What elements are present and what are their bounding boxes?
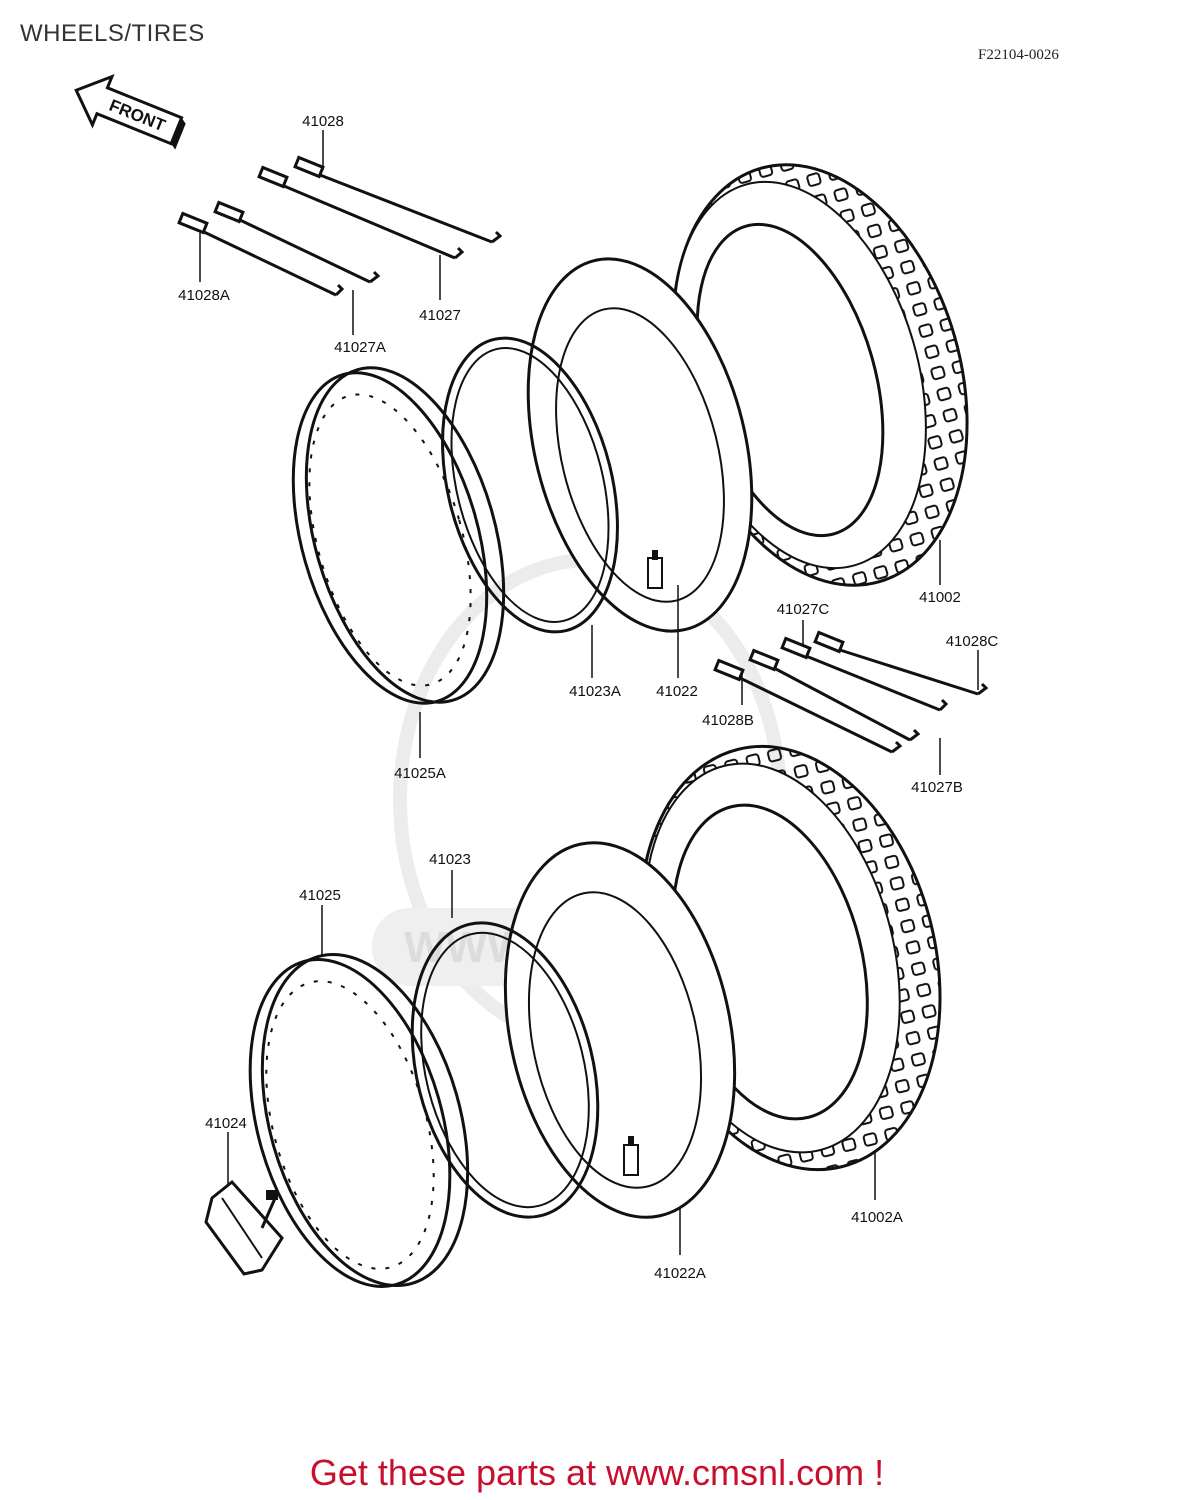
label-41027A: 41027A: [334, 339, 386, 356]
label-41023A: 41023A: [569, 683, 621, 700]
label-41027C: 41027C: [777, 601, 830, 618]
label-41022A: 41022A: [654, 1265, 706, 1282]
front-arrow: FRONT: [74, 74, 186, 150]
front-tube-41022A: [503, 841, 737, 1219]
label-41025: 41025: [299, 887, 341, 904]
diagram-code: F22104-0026: [978, 47, 1059, 63]
label-41023: 41023: [429, 851, 471, 868]
label-41028: 41028: [302, 113, 344, 130]
label-41022: 41022: [656, 683, 698, 700]
label-41002: 41002: [919, 589, 961, 606]
rim-lock-41024: [204, 1179, 284, 1276]
rear-rim-band-41023A: [441, 336, 619, 634]
part-labels: 41028 41028A 41027 41027A 41002 41027C 4…: [178, 113, 998, 1282]
leader-lines: [199, 130, 979, 1255]
label-41028A: 41028A: [178, 287, 230, 304]
label-41027B: 41027B: [911, 779, 963, 796]
front-rim-41025: [248, 953, 470, 1288]
footer-promo-link[interactable]: Get these parts at www.cmsnl.com !: [309, 1452, 885, 1493]
label-41028B: 41028B: [702, 712, 754, 729]
rear-rim-41025A: [291, 366, 506, 705]
rear-tube-41022: [526, 257, 754, 633]
front-rim-band-41023: [410, 921, 600, 1219]
label-41028C: 41028C: [946, 633, 999, 650]
label-41027: 41027: [419, 307, 461, 324]
label-41024: 41024: [205, 1115, 247, 1132]
label-41002A: 41002A: [851, 1209, 903, 1226]
parts-diagram: WWW.CMSNL.COM FRONT: [74, 74, 998, 1288]
upper-spokes: [177, 155, 503, 297]
label-41025A: 41025A: [394, 765, 446, 782]
rear-tire-41002: [671, 163, 969, 587]
page-title: WHEELS/TIRES: [20, 20, 205, 47]
lower-spokes: [713, 630, 989, 754]
